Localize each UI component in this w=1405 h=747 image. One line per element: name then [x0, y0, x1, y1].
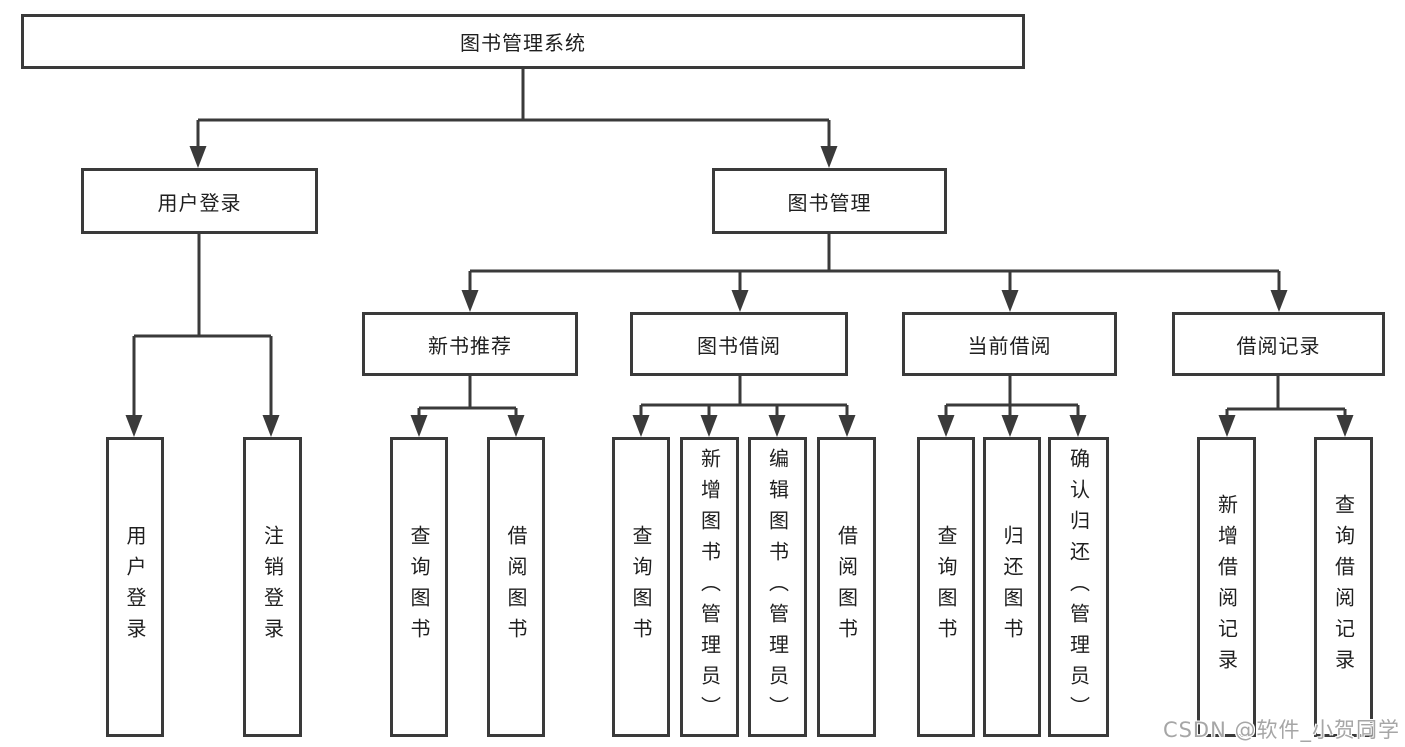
csdn-watermark: CSDN @软件_小贺同学 [1162, 718, 1400, 742]
node-borrowing-records: 借阅记录 [1172, 312, 1385, 376]
leaf-query-books-borrowing: 查询图书 [612, 437, 670, 737]
leaf-add-book-admin: 新增图书（管理员） [680, 437, 739, 737]
leaf-query-books-recommend: 查询图书 [390, 437, 448, 737]
arrowhead-icons [125, 146, 1354, 437]
node-current-borrowing: 当前借阅 [902, 312, 1117, 376]
leaf-query-books-current: 查询图书 [917, 437, 975, 737]
node-user-login: 用户登录 [81, 168, 318, 234]
leaf-edit-book-admin: 编辑图书（管理员） [748, 437, 807, 737]
leaf-confirm-return-admin: 确认归还（管理员） [1048, 437, 1109, 737]
node-book-management: 图书管理 [712, 168, 947, 234]
leaf-add-borrow-record: 新增借阅记录 [1197, 437, 1256, 737]
node-library-system: 图书管理系统 [21, 14, 1025, 69]
leaf-user-login: 用户登录 [106, 437, 164, 737]
leaf-query-borrow-record: 查询借阅记录 [1314, 437, 1373, 737]
leaf-borrow-books-borrowing: 借阅图书 [817, 437, 876, 737]
leaf-return-book: 归还图书 [983, 437, 1041, 737]
node-book-borrowing: 图书借阅 [630, 312, 848, 376]
leaf-logout: 注销登录 [243, 437, 302, 737]
node-new-book-recommend: 新书推荐 [362, 312, 578, 376]
leaf-borrow-books-recommend: 借阅图书 [487, 437, 545, 737]
